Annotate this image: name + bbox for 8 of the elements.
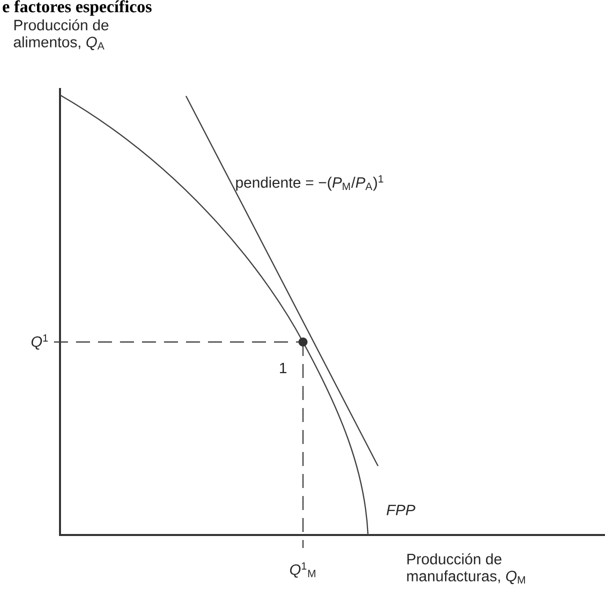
axis-tick-label: Q$^{1}$M xyxy=(290,562,316,578)
point-label: 1 xyxy=(280,362,286,374)
axis-label: Producción de alimentos, Q$_{A}$ xyxy=(14,19,108,50)
axis-tick-label: Q$^{1}$ xyxy=(32,334,48,350)
slope-label: pendiente = −(P$_{M}$/P$_{A}$)$^{1}$ xyxy=(236,175,384,191)
title: e factores específicos xyxy=(2,0,152,16)
curve-label: FPP xyxy=(386,504,416,516)
axis-label: Producción de manufacturas, Q$_{M}$ xyxy=(407,553,525,584)
